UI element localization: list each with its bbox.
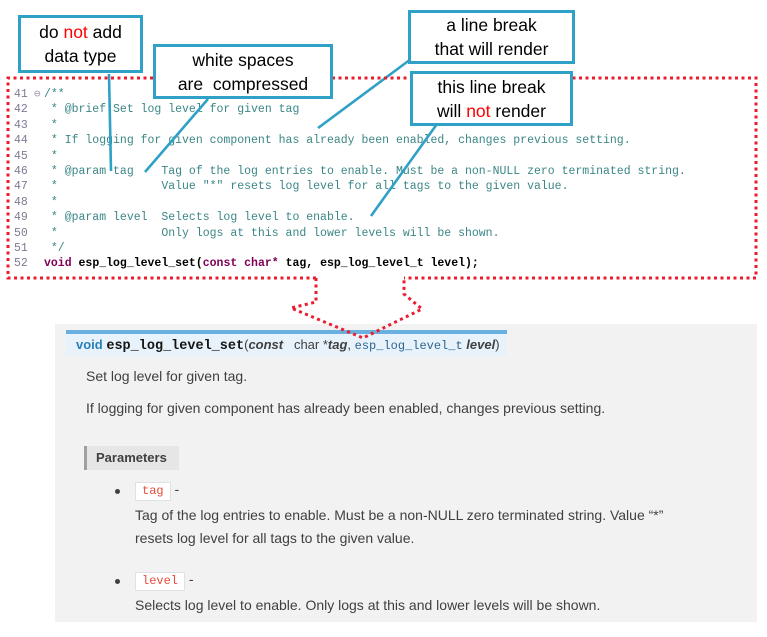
- rendered-docs-panel: void esp_log_level_set(const char *tag, …: [55, 324, 757, 622]
- param-name-chip: tag: [135, 482, 171, 501]
- code-line: 41⊖/**: [14, 88, 65, 101]
- code-line: 43 *: [14, 118, 58, 132]
- code-line: 51 */: [14, 241, 65, 255]
- code-line: 48 *: [14, 195, 58, 209]
- code-line: 45 *: [14, 149, 58, 163]
- parameter-item: level -Selects log level to enable. Only…: [55, 571, 767, 617]
- code-line: 42 * @brief Set log level for given tag: [14, 103, 300, 117]
- parameter-item: tag -Tag of the log entries to enable. M…: [55, 481, 767, 550]
- code-line: 50 * Only logs at this and lower levels …: [14, 226, 500, 240]
- code-line: 46 * @param tag Tag of the log entries t…: [14, 164, 686, 178]
- description-text: If logging for given component has alrea…: [86, 400, 606, 416]
- code-line: 44 * If logging for given component has …: [14, 134, 631, 148]
- parameters-label: Parameters: [84, 446, 179, 470]
- function-signature: void esp_log_level_set(const char *tag, …: [66, 330, 507, 356]
- code-line: 49 * @param level Selects log level to e…: [14, 211, 355, 225]
- brief-text: Set log level for given tag.: [86, 368, 248, 384]
- code-lines: 41⊖/** 42 * @brief Set log level for give…: [0, 87, 686, 272]
- signature-text: void esp_log_level_set(const char *tag, …: [76, 337, 500, 354]
- code-line: 47 * Value "*" resets log level for all …: [14, 180, 569, 194]
- param-name-chip: level: [135, 572, 186, 591]
